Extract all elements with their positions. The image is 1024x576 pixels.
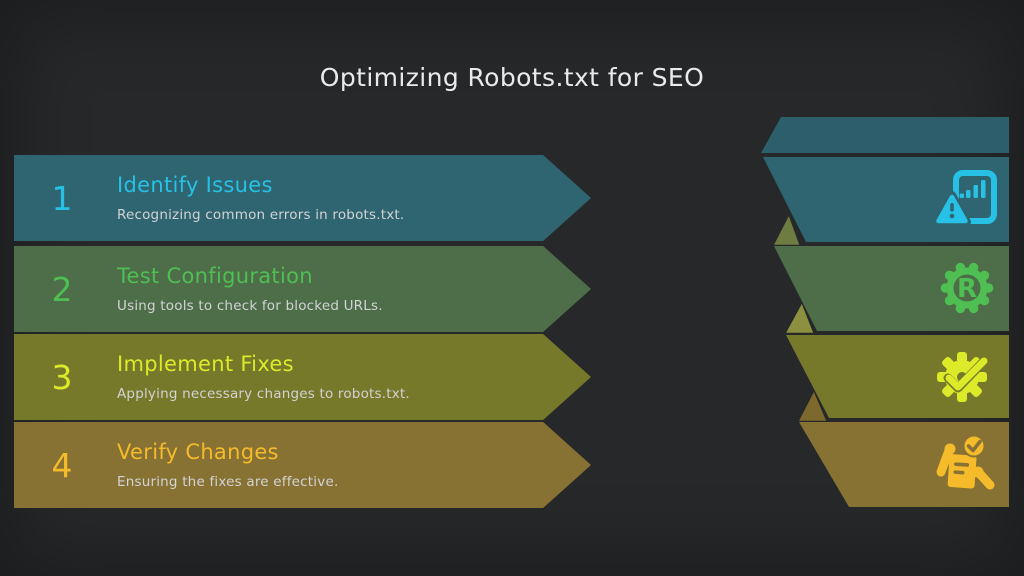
step-banner-3: 3 Implement Fixes Applying necessary cha… bbox=[14, 334, 591, 420]
ribbon-top-strip bbox=[761, 117, 1009, 153]
step-number-3: 3 bbox=[51, 357, 73, 397]
gear-letter: R bbox=[957, 274, 977, 304]
ribbon-fold-3 bbox=[781, 298, 817, 336]
step-number-2: 2 bbox=[51, 269, 73, 309]
step-description-3: Applying necessary changes to robots.txt… bbox=[117, 386, 410, 402]
step-description-1: Recognizing common errors in robots.txt. bbox=[117, 207, 405, 223]
hands-checklist-icon bbox=[936, 434, 995, 490]
step-description-4: Ensuring the fixes are effective. bbox=[117, 474, 339, 490]
step-banner-4: 4 Verify Changes Ensuring the fixes are … bbox=[14, 422, 591, 508]
document-warning-chart-icon bbox=[933, 170, 997, 226]
page-title: Optimizing Robots.txt for SEO bbox=[319, 63, 705, 92]
gear-r-icon: R bbox=[940, 262, 994, 314]
step-title-4: Verify Changes bbox=[117, 440, 279, 464]
step-number-1: 1 bbox=[51, 178, 73, 218]
step-title-3: Implement Fixes bbox=[117, 352, 294, 376]
ribbon-panel-1 bbox=[763, 157, 1009, 242]
step-title-1: Identify Issues bbox=[117, 173, 273, 197]
step-number-4: 4 bbox=[51, 445, 73, 485]
step-banner-1: 1 Identify Issues Recognizing common err… bbox=[14, 155, 591, 241]
gear-check-icon bbox=[937, 352, 990, 402]
folded-ribbon: R bbox=[761, 117, 1009, 507]
step-banner-2: 2 Test Configuration Using tools to chec… bbox=[14, 246, 591, 332]
ribbon-panel-4 bbox=[799, 422, 1009, 507]
ribbon-panel-2 bbox=[774, 246, 1009, 331]
ribbon-panel-3 bbox=[786, 335, 1009, 418]
step-description-2: Using tools to check for blocked URLs. bbox=[117, 298, 383, 314]
step-title-2: Test Configuration bbox=[117, 264, 313, 288]
